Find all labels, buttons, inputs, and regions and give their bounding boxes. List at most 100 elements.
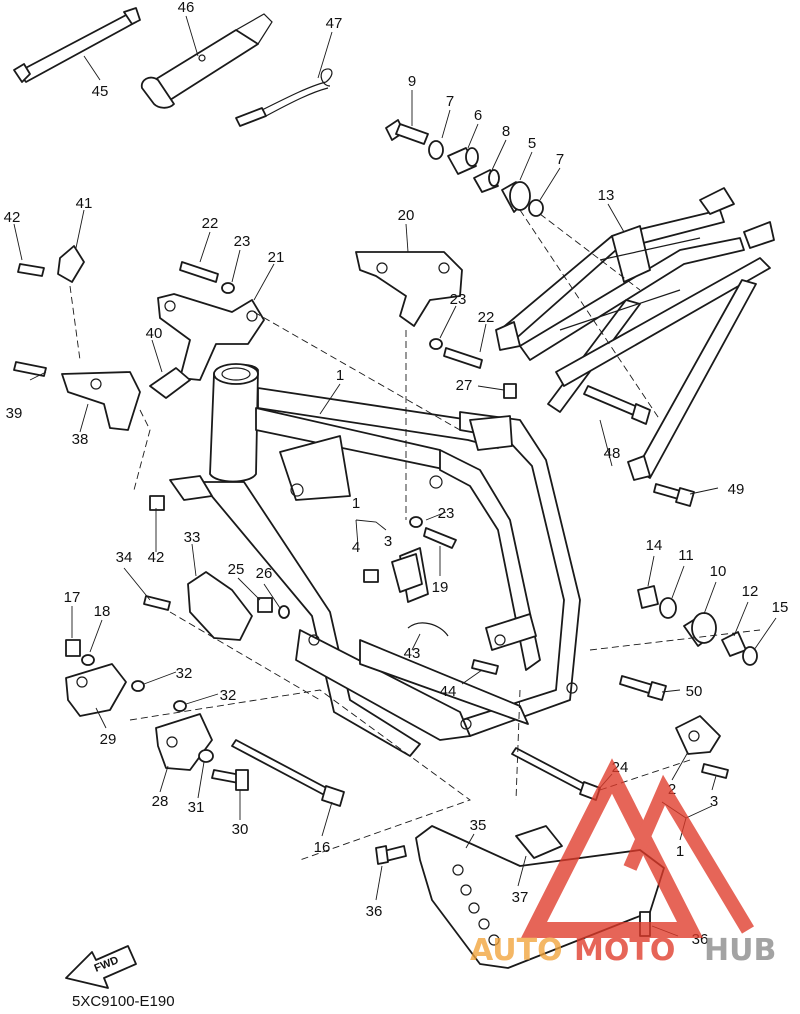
callout-3-right: 3 <box>710 793 718 810</box>
callout-21: 21 <box>268 249 285 266</box>
callout-26: 26 <box>256 565 273 582</box>
callout-22-b: 22 <box>478 309 495 326</box>
callout-9: 9 <box>408 73 416 90</box>
callout-36-a: 36 <box>366 903 383 920</box>
callout-32-b: 32 <box>220 687 237 704</box>
bolt-22-b <box>443 347 483 369</box>
callout-33: 33 <box>184 529 201 546</box>
callout-22-a: 22 <box>202 215 219 232</box>
callout-41: 41 <box>76 195 93 212</box>
callout-23-a: 23 <box>234 233 251 250</box>
callout-5: 5 <box>528 135 536 152</box>
callout-6: 6 <box>474 107 482 124</box>
washer-32-a <box>131 680 145 692</box>
collar-6 <box>447 147 479 175</box>
callout-31: 31 <box>188 799 205 816</box>
cable-guide-38 <box>61 371 141 431</box>
grommet-40 <box>149 367 191 399</box>
callout-32-a: 32 <box>176 665 193 682</box>
callout-18: 18 <box>94 603 111 620</box>
callout-1-right: 1 <box>676 843 684 860</box>
bolt-50 <box>619 675 667 701</box>
callout-19: 19 <box>432 579 449 596</box>
callout-20: 20 <box>398 207 415 224</box>
bolt-44 <box>471 659 499 675</box>
rear-sub-frame <box>495 187 775 481</box>
callout-23-b: 23 <box>450 291 467 308</box>
watermark-hub: HUB <box>704 933 776 968</box>
collar-8 <box>473 169 500 193</box>
callout-35: 35 <box>470 817 487 834</box>
fwd-arrow-icon: FWD <box>65 945 137 989</box>
bolt-49 <box>653 483 695 507</box>
diagram-code: 5XC9100-E190 <box>72 993 175 1010</box>
callout-29: 29 <box>100 731 117 748</box>
bolt-42-b <box>149 495 165 511</box>
callout-12: 12 <box>742 583 759 600</box>
callout-42-a: 42 <box>4 209 21 226</box>
callout-43: 43 <box>404 645 421 662</box>
callout-8: 8 <box>502 123 510 140</box>
callout-38: 38 <box>72 431 89 448</box>
callout-45: 45 <box>92 83 109 100</box>
bolt-4 <box>363 569 379 583</box>
callout-10: 10 <box>710 563 727 580</box>
washer-31 <box>198 749 214 763</box>
bracket-3 <box>391 553 423 593</box>
callout-25: 25 <box>228 561 245 578</box>
washer-7-a <box>428 140 444 160</box>
engine-mount-plate-29 <box>65 663 127 717</box>
nut-25 <box>257 597 273 613</box>
bushing-10 <box>683 612 717 647</box>
washer-11 <box>659 597 677 619</box>
bracket-21 <box>157 293 265 381</box>
bracket-20 <box>355 251 463 327</box>
bolt-30 <box>211 769 249 791</box>
callout-50: 50 <box>686 683 703 700</box>
callout-27: 27 <box>456 377 473 394</box>
grommet-41 <box>57 245 85 283</box>
callout-7-a: 7 <box>446 93 454 110</box>
bolt-27 <box>503 383 517 399</box>
spanner-tool <box>13 7 141 83</box>
assembly-lines <box>69 209 761 861</box>
callout-13: 13 <box>598 187 615 204</box>
washer-23-c <box>409 516 423 528</box>
nut-14 <box>637 585 659 609</box>
callout-4: 4 <box>352 539 360 556</box>
callout-40: 40 <box>146 325 163 342</box>
main-frame <box>169 363 581 757</box>
callout-14: 14 <box>646 537 663 554</box>
washer-7-b <box>528 199 544 217</box>
bolt-39 <box>13 361 47 377</box>
callout-30: 30 <box>232 821 249 838</box>
callout-1-frame: 1 <box>336 367 344 384</box>
washer-23-b <box>429 338 443 350</box>
long-bolt-24 <box>511 747 601 801</box>
callout-16: 16 <box>314 839 331 856</box>
engine-mount-plate-28 <box>155 713 213 771</box>
watermark-moto: MOTO <box>574 933 675 968</box>
sub-frame-bolt-9 <box>385 119 429 145</box>
bolt-48 <box>583 385 651 425</box>
leader-lines <box>13 15 777 937</box>
bolt-42-a <box>17 263 45 277</box>
callout-34: 34 <box>116 549 133 566</box>
callout-49: 49 <box>728 481 745 498</box>
washer-23-a <box>221 282 235 294</box>
bolt-22-a <box>179 261 219 283</box>
callout-17: 17 <box>64 589 81 606</box>
callout-47: 47 <box>326 15 343 32</box>
callout-44: 44 <box>440 683 457 700</box>
automotohub-logo: AUTO MOTO HUB <box>470 758 776 968</box>
callout-15: 15 <box>772 599 789 616</box>
bolt-3 <box>701 763 729 779</box>
nut-17 <box>65 639 81 657</box>
callout-3-left: 3 <box>384 533 392 550</box>
callout-46: 46 <box>178 0 195 16</box>
callout-1-kit: 1 <box>352 495 360 512</box>
callout-labels: 45 46 47 9 7 6 8 5 7 13 42 41 22 20 23 2… <box>4 0 789 948</box>
screwdriver-handle-tool <box>235 68 333 127</box>
callout-2: 2 <box>668 781 676 798</box>
